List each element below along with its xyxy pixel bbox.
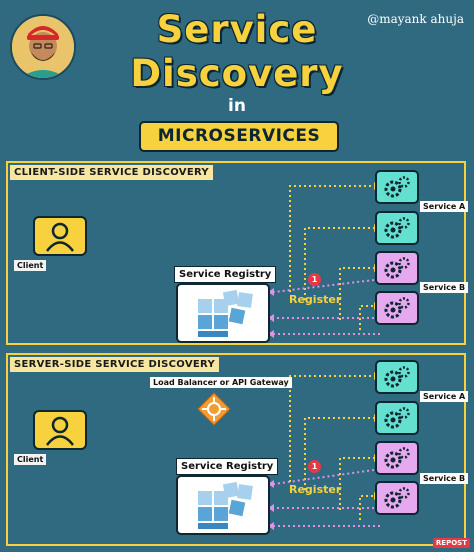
subtitle-in: in [228, 96, 246, 116]
arrow-to-service-a2 [304, 227, 374, 300]
service-b-instance-3 [375, 441, 419, 475]
cube-stack-icon [198, 481, 253, 529]
gears-icon [384, 366, 410, 388]
service-a-instance-2 [375, 211, 419, 245]
gears-icon [384, 217, 410, 239]
load-balancer-label: Load Balancer or API Gateway [150, 377, 292, 388]
register2-arrow-1 [273, 469, 375, 485]
service-b-instance-4 [375, 481, 419, 515]
client-label: Client [14, 260, 47, 271]
step-badge-2: 1 [308, 460, 321, 473]
author-handle: @mayank ahuja [367, 12, 464, 26]
client-label-2: Client [14, 454, 47, 465]
server-side-section-label: SERVER-SIDE SERVICE DISCOVERY [10, 357, 219, 372]
load-balancer-node [197, 392, 231, 426]
arrow2-to-service-a1 [289, 375, 374, 482]
person-avatar-icon [12, 16, 74, 78]
gears-icon [384, 257, 410, 279]
router-arrows-icon [197, 392, 231, 426]
service-a-instance-4 [375, 401, 419, 435]
service-a-label-2: Service A [420, 391, 469, 402]
gears-icon [384, 176, 410, 198]
client-box-2 [33, 410, 87, 450]
service-a-instance-1 [375, 170, 419, 204]
repost-badge[interactable]: REPOST [432, 538, 470, 548]
service-b-label-2: Service B [420, 473, 469, 484]
user-icon [46, 222, 74, 252]
title-line-1: Service [156, 8, 318, 51]
arrow-to-service-a1 [289, 185, 374, 292]
service-registry-label-2: Service Registry [176, 458, 279, 475]
gears-icon [384, 407, 410, 429]
register-label: Register [289, 293, 342, 306]
service-registry-box [176, 283, 270, 343]
service-b-instance-1 [375, 251, 419, 285]
title-line-2: Discovery [130, 52, 344, 95]
arrow-to-service-b1 [339, 267, 374, 320]
microservices-banner: MICROSERVICES [139, 121, 339, 152]
service-registry-label: Service Registry [174, 266, 277, 283]
client-box [33, 216, 87, 256]
gears-icon [384, 447, 410, 469]
author-avatar [10, 14, 76, 80]
arrow2-to-service-b1 [339, 457, 374, 510]
register-arrow-1 [273, 279, 375, 293]
service-a-label: Service A [420, 201, 469, 212]
user-icon [46, 416, 74, 446]
service-b-label: Service B [420, 282, 469, 293]
register-label-2: Register [289, 483, 342, 496]
client-side-section-label: CLIENT-SIDE SERVICE DISCOVERY [10, 165, 213, 180]
gears-icon [384, 297, 410, 319]
cube-stack-icon [198, 289, 253, 337]
service-a-instance-3 [375, 360, 419, 394]
step-badge: 1 [308, 273, 321, 286]
arrow2-to-service-a2 [304, 417, 374, 490]
service-b-instance-2 [375, 291, 419, 325]
gears-icon [384, 487, 410, 509]
service-registry-box-2 [176, 475, 270, 535]
